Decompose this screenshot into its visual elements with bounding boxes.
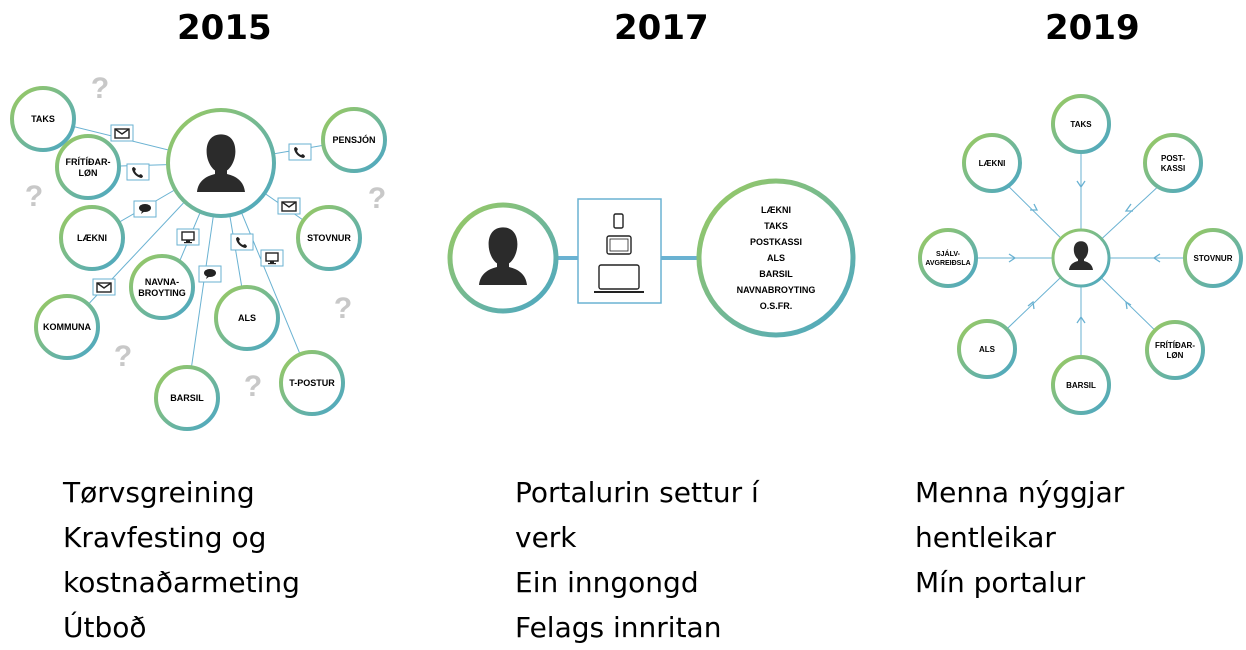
node-als-2019: ALS [957,319,1017,379]
node-kommuna: KOMMUNA [34,294,100,360]
service-item: POSTKASSI [750,237,802,247]
monitor-icon [176,228,200,246]
svg-text:LØN: LØN [1167,351,1184,360]
svg-text:BROYTING: BROYTING [138,288,186,298]
laptop-icon [594,264,644,293]
svg-text:LÆKNI: LÆKNI [979,159,1006,168]
svg-text:STOVNUR: STOVNUR [307,233,351,243]
svg-text:ALS: ALS [979,345,996,354]
question-mark-icon [113,340,133,370]
node-taks-2019: TAKS [1051,94,1111,154]
svg-text:BARSIL: BARSIL [1066,381,1096,390]
svg-text:LÆKNI: LÆKNI [77,233,107,243]
service-item: LÆKNI [761,205,791,215]
svg-text:KOMMUNA: KOMMUNA [43,322,91,332]
service-item: ALS [767,253,785,263]
svg-text:NAVNA-: NAVNA- [145,277,179,287]
svg-text:TAKS: TAKS [31,114,55,124]
question-mark-icon [367,182,387,212]
envelope-icon [92,278,116,296]
service-list: LÆKNI TAKS POSTKASSI ALS BARSIL NAVNABRO… [737,205,816,311]
node-stovnur-2019: STOVNUR [1183,228,1243,288]
diagram-2015: TAKS FRÍTÍÐAR- LØN LÆKNI KOMMUNA NAVNA- … [10,72,387,431]
service-item: O.S.FR. [760,301,793,311]
svg-text:FRÍTÍÐAR-: FRÍTÍÐAR- [1155,341,1195,350]
year-2019: 2019 [1045,8,1140,48]
description-line: Menna nýggjar [915,476,1125,509]
monitor-icon [260,249,284,267]
description-2017: Portalurin settur í verk Ein inngongd Fe… [515,470,759,650]
description-2015: Tørvsgreining Kravfesting og kostnaðarme… [63,470,300,650]
node-t-postur: T-POSTUR [279,350,345,416]
svg-text:TAKS: TAKS [1070,120,1092,129]
svg-text:T-POSTUR: T-POSTUR [289,378,335,388]
service-item: BARSIL [759,269,793,279]
svg-text:BARSIL: BARSIL [170,393,204,403]
node-laekni-2019: LÆKNI [962,133,1022,193]
node-fritidarlon: FRÍTÍÐAR- LØN [55,134,121,200]
svg-text:AVGREIÐSLA: AVGREIÐSLA [925,260,970,267]
service-item: TAKS [764,221,788,231]
svg-text:SJÁLV-: SJÁLV- [936,249,961,258]
svg-text:STOVNUR: STOVNUR [1194,254,1233,263]
chat-icon [133,200,157,218]
svg-text:PENSJÓN: PENSJÓN [332,134,375,145]
description-line: hentleikar [915,521,1056,554]
node-laekni: LÆKNI [59,205,125,271]
node-fritidarlon-2019: FRÍTÍÐAR- LØN [1145,320,1205,380]
devices-box [577,198,662,304]
svg-text:FRÍTÍÐAR-: FRÍTÍÐAR- [66,157,111,167]
question-mark-icon [24,180,44,210]
phone-icon [288,143,312,161]
node-barsil: BARSIL [154,365,220,431]
node-stovnur: STOVNUR [296,205,362,271]
description-line: kostnaðarmeting [63,566,300,599]
evolution-diagram: ? [10,72,1243,431]
description-line: verk [515,521,577,554]
chat-icon [198,265,222,283]
service-item: NAVNABROYTING [737,285,816,295]
description-line: Mín portalur [915,566,1086,599]
tablet-icon [606,235,632,255]
description-line: Tørvsgreining [63,476,255,509]
description-line: Ein inngongd [515,566,699,599]
phone-icon [126,163,150,181]
node-navnabroyting: NAVNA- BROYTING [129,254,195,320]
node-als: ALS [214,285,280,351]
svg-text:KASSI: KASSI [1161,164,1185,173]
description-line: Felags innritan [515,611,722,644]
svg-text:POST-: POST- [1161,154,1185,163]
envelope-icon [277,197,301,215]
smartphone-icon [613,213,624,229]
question-mark-icon [243,370,263,400]
svg-text:ALS: ALS [238,313,256,323]
envelope-icon [110,124,134,142]
diagram-2019: TAKS POST- KASSI STOVNUR FRÍTÍÐAR- LØN B… [918,94,1243,415]
arrow-icon [1008,180,1161,324]
description-line: Portalurin settur í [515,476,759,509]
node-taks: TAKS [10,86,76,152]
node-sjalvavgreidsla: SJÁLV- AVGREIÐSLA [918,228,978,288]
node-barsil-2019: BARSIL [1051,355,1111,415]
phone-icon [230,233,254,251]
year-2015: 2015 [177,8,272,48]
svg-text:LØN: LØN [79,168,98,178]
node-postkassi: POST- KASSI [1143,133,1203,193]
question-mark-icon [333,292,353,322]
year-2017: 2017 [614,8,709,48]
node-pensjon: PENSJÓN [321,107,387,173]
portal-circle [696,178,856,338]
description-2019: Menna nýggjar hentleikar Mín portalur [915,470,1124,605]
description-line: Kravfesting og [63,521,267,554]
description-line: Útboð [63,611,147,644]
question-mark-icon [90,72,110,102]
diagram-2017: LÆKNI TAKS POSTKASSI ALS BARSIL NAVNABRO… [447,178,856,338]
